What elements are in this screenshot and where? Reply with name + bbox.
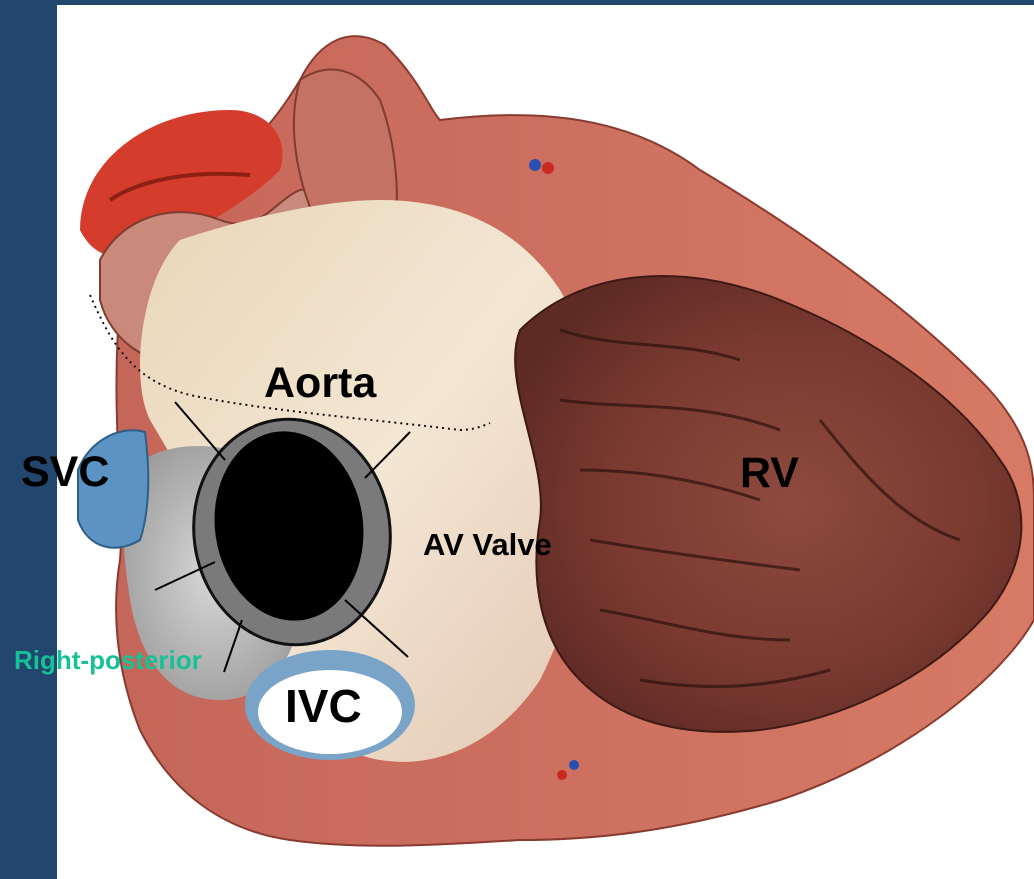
label-aorta: Aorta <box>264 362 376 405</box>
label-svc: SVC <box>21 451 109 494</box>
label-av-valve: AV Valve <box>423 529 552 560</box>
label-ivc: IVC <box>285 683 362 729</box>
label-right-posterior: Right-posterior <box>14 647 202 673</box>
label-rv: RV <box>740 452 799 495</box>
